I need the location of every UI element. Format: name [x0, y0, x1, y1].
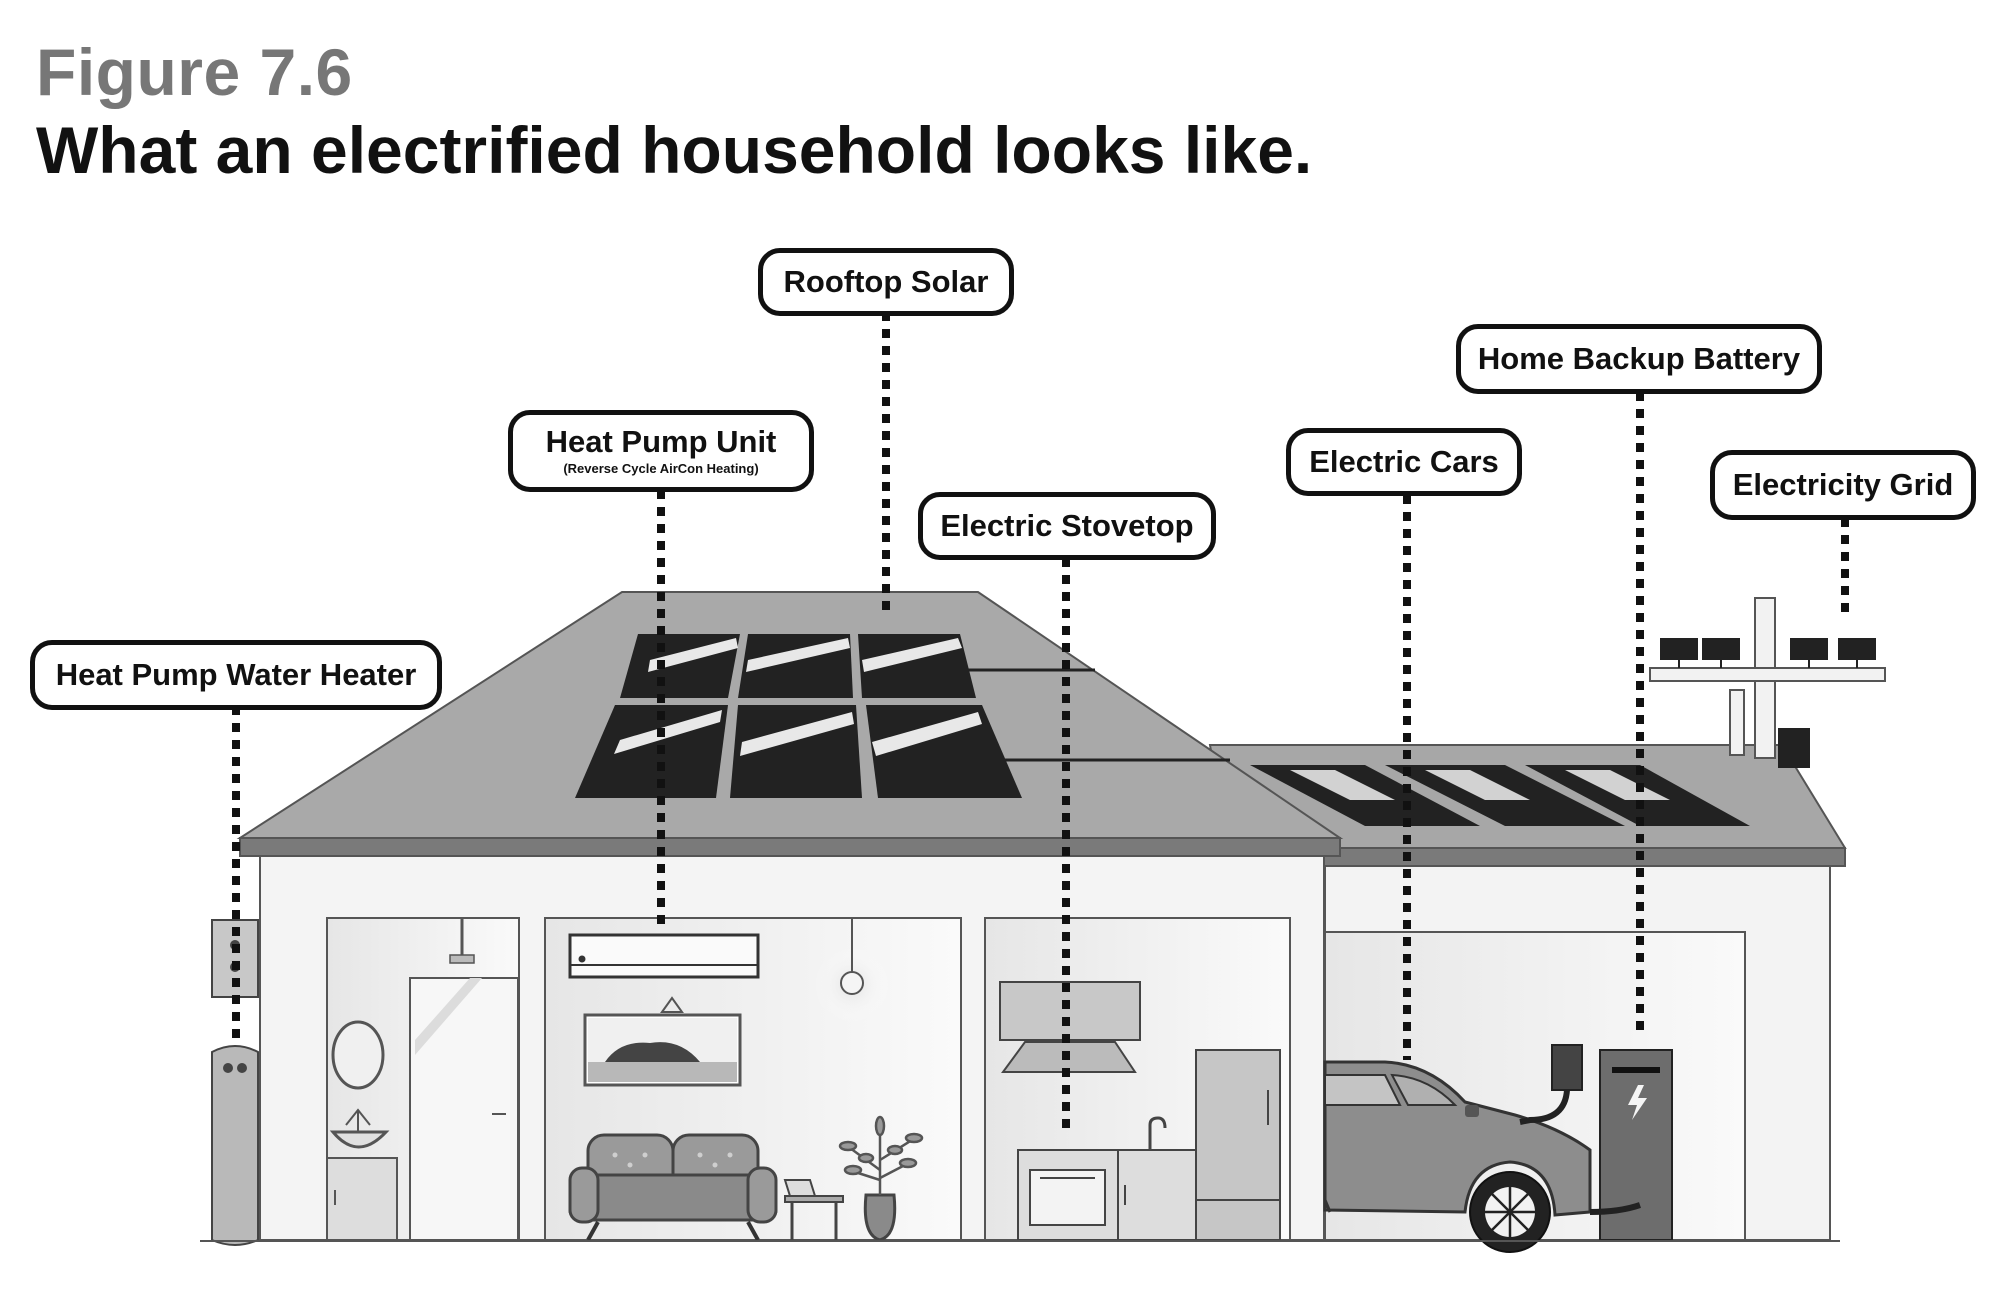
- callout-electric-cars-label: Electric Cars: [1309, 443, 1499, 479]
- callout-electric-stovetop: Electric Stovetop: [918, 492, 1216, 560]
- callout-heat-pump-unit-sublabel: (Reverse Cycle AirCon Heating): [563, 460, 759, 476]
- callout-electric-stovetop-label: Electric Stovetop: [940, 507, 1194, 543]
- lightning-bolt-icon: [1628, 1085, 1647, 1120]
- figure-title: What an electrified household looks like…: [36, 113, 1313, 187]
- leader-lines: [232, 312, 1849, 1128]
- heat-pump-indoor-unit: [568, 933, 760, 979]
- callout-home-backup-battery: Home Backup Battery: [1456, 324, 1822, 394]
- callout-rooftop-solar-label: Rooftop Solar: [783, 263, 989, 299]
- car-side-mirror: [1465, 1105, 1479, 1117]
- pendant-lamp-icon: [840, 971, 864, 995]
- callout-rooftop-solar: Rooftop Solar: [758, 248, 1014, 316]
- callout-home-backup-battery-label: Home Backup Battery: [1477, 340, 1801, 376]
- laptop-icon: [783, 1179, 817, 1197]
- callout-heat-pump-water-heater: Heat Pump Water Heater: [30, 640, 442, 710]
- callout-heat-pump-unit: Heat Pump Unit (Reverse Cycle AirCon Hea…: [508, 410, 814, 492]
- wall-charger: [1519, 1044, 1583, 1125]
- garage-solar-panels: [1250, 765, 1750, 826]
- fridge: [1195, 1049, 1281, 1241]
- main-house: [211, 591, 1344, 1246]
- bathroom: [326, 917, 520, 1241]
- potted-plant: [838, 1115, 924, 1242]
- main-roof-trim: [239, 837, 1341, 857]
- kitchen-cabinet: [1117, 1149, 1197, 1241]
- callout-electricity-grid: Electricity Grid: [1710, 450, 1976, 520]
- shower-head-icon: [449, 954, 475, 964]
- home-backup-battery-unit: [1589, 1049, 1673, 1241]
- kitchen: [984, 917, 1291, 1241]
- electric-car: [1323, 1060, 1592, 1253]
- sofa: [568, 1133, 778, 1241]
- pole-transformer: [1778, 728, 1810, 768]
- utility-pole: [1649, 597, 1886, 768]
- callout-heat-pump-unit-label: Heat Pump Unit: [545, 424, 777, 460]
- roof-solar-array: [575, 634, 1230, 798]
- side-table: [783, 1179, 844, 1240]
- mirror: [331, 1020, 385, 1090]
- vanity-cabinet: [326, 1157, 398, 1241]
- figure-number: Figure 7.6: [36, 35, 353, 109]
- living-room: [544, 917, 962, 1242]
- basin-icon: [329, 1130, 390, 1149]
- callout-electricity-grid-label: Electricity Grid: [1732, 466, 1954, 502]
- callout-heat-pump-water-heater-label: Heat Pump Water Heater: [55, 656, 417, 692]
- shower-door: [409, 977, 519, 1241]
- callout-electric-cars: Electric Cars: [1286, 428, 1522, 496]
- kitchen-tap-icon: [1148, 1116, 1167, 1150]
